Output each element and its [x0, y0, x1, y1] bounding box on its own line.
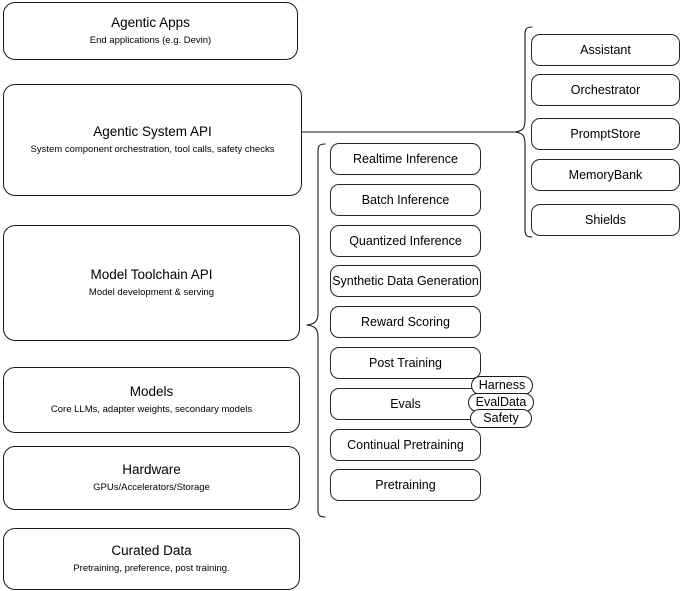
layer-title: Model Toolchain API: [90, 267, 213, 282]
chip-label: Synthetic Data Generation: [332, 274, 479, 288]
chip-label: MemoryBank: [568, 168, 643, 182]
chip-continual-pretraining[interactable]: Continual Pretraining: [330, 429, 481, 461]
layer-box-model-toolchain-api[interactable]: Model Toolchain API Model development & …: [3, 225, 300, 341]
layer-box-hardware[interactable]: Hardware GPUs/Accelerators/Storage: [3, 446, 300, 510]
chip-orchestrator[interactable]: Orchestrator: [531, 74, 680, 106]
brace-toolchain-components: [306, 143, 326, 518]
chip-assistant[interactable]: Assistant: [531, 34, 680, 66]
layer-box-curated-data[interactable]: Curated Data Pretraining, preference, po…: [3, 528, 300, 590]
pill-evaldata[interactable]: EvalData: [468, 393, 534, 412]
chip-batch-inference[interactable]: Batch Inference: [330, 184, 481, 216]
layer-subtitle: System component orchestration, tool cal…: [30, 144, 275, 155]
chip-label: Orchestrator: [570, 83, 641, 97]
chip-label: Shields: [585, 213, 626, 227]
chip-label: Continual Pretraining: [347, 438, 464, 452]
chip-pretraining[interactable]: Pretraining: [330, 469, 481, 501]
layer-box-models[interactable]: Models Core LLMs, adapter weights, secon…: [3, 367, 300, 433]
chip-label: PromptStore: [570, 127, 641, 141]
chip-label: Pretraining: [375, 478, 436, 492]
layer-title: Models: [129, 384, 174, 399]
chip-quantized-inference[interactable]: Quantized Inference: [330, 225, 481, 257]
chip-realtime-inference[interactable]: Realtime Inference: [330, 143, 481, 175]
layer-title: Agentic Apps: [111, 15, 190, 30]
layer-title: Curated Data: [111, 543, 192, 558]
chip-synthetic-data-generation[interactable]: Synthetic Data Generation: [330, 265, 481, 297]
chip-label: Reward Scoring: [361, 315, 450, 329]
layer-subtitle: Model development & serving: [88, 287, 215, 298]
layer-subtitle: Pretraining, preference, post training.: [73, 563, 230, 574]
chip-label: Quantized Inference: [349, 234, 462, 248]
chip-reward-scoring[interactable]: Reward Scoring: [330, 306, 481, 338]
chip-label: Evals: [390, 397, 421, 411]
chip-label: Realtime Inference: [353, 152, 458, 166]
chip-evals[interactable]: Evals: [330, 388, 481, 420]
layer-title: Hardware: [122, 462, 181, 477]
layer-title: Agentic System API: [93, 124, 212, 139]
chip-memorybank[interactable]: MemoryBank: [531, 159, 680, 191]
chip-label: Batch Inference: [361, 193, 450, 207]
chip-shields[interactable]: Shields: [531, 204, 680, 236]
layer-subtitle: GPUs/Accelerators/Storage: [93, 482, 210, 493]
pill-label: EvalData: [475, 395, 527, 409]
layer-box-agentic-system-api[interactable]: Agentic System API System component orch…: [3, 84, 302, 196]
chip-label: Post Training: [369, 356, 442, 370]
layer-subtitle: Core LLMs, adapter weights, secondary mo…: [50, 404, 253, 415]
chip-label: Assistant: [580, 43, 631, 57]
pill-label: Safety: [483, 411, 519, 425]
chip-promptstore[interactable]: PromptStore: [531, 118, 680, 150]
layer-box-agentic-apps[interactable]: Agentic Apps End applications (e.g. Devi…: [3, 2, 298, 60]
chip-post-training[interactable]: Post Training: [330, 347, 481, 379]
layer-subtitle: End applications (e.g. Devin): [89, 35, 212, 46]
pill-label: Harness: [478, 378, 526, 392]
pill-safety[interactable]: Safety: [470, 409, 532, 428]
